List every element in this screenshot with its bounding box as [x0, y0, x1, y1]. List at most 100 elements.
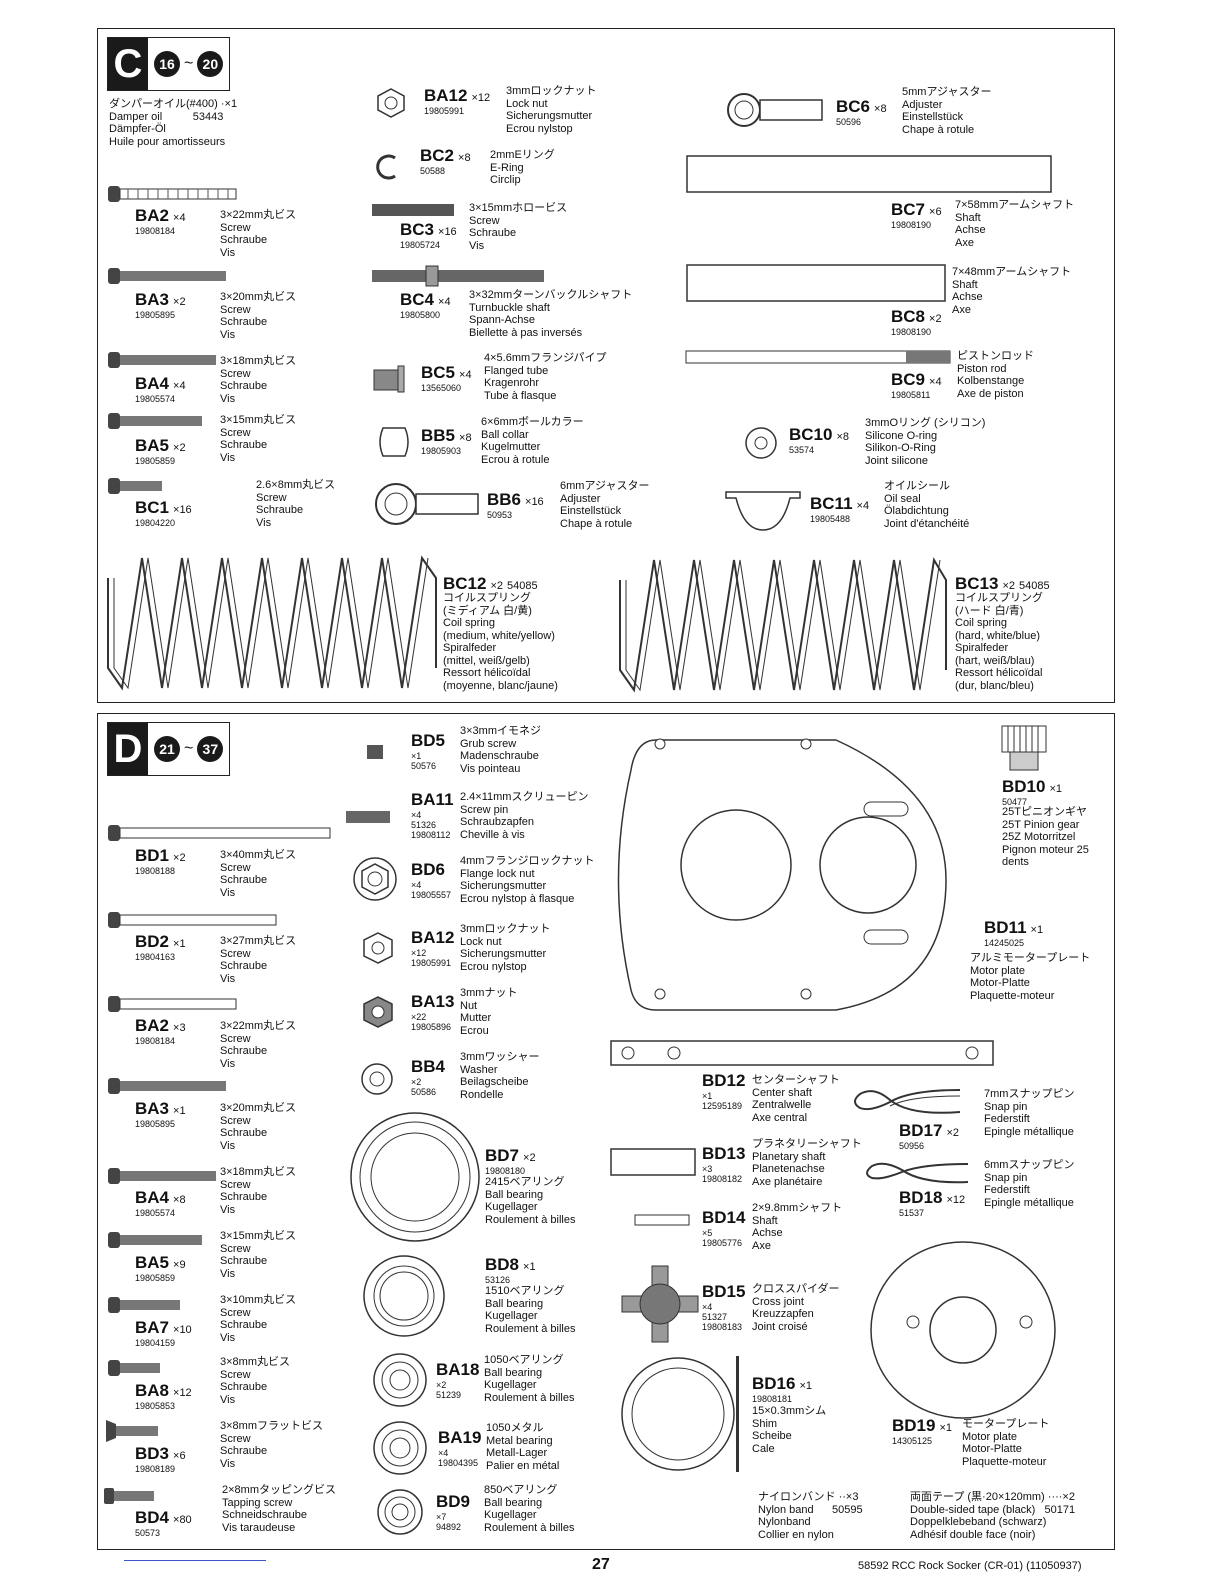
screw-ba8-icon [108, 1360, 160, 1376]
part-ba13-desc: 3mmナット Nut Mutter Ecrou [460, 987, 518, 1037]
screw-ba4-icon [108, 352, 216, 368]
washer-icon [361, 1063, 393, 1095]
part-bd6-desc: 4mmフランジロックナット Flange lock nut Sicherungs… [460, 855, 595, 905]
planetary-shaft-icon [610, 1148, 696, 1176]
ball-bearing-1510-icon [363, 1255, 445, 1337]
part-ba19-desc: 1050メタル Metal bearing Metall-Lager Palie… [486, 1422, 560, 1472]
pinion-gear-icon [1001, 725, 1047, 771]
piston-rod-icon [685, 350, 951, 364]
part-bd9-desc: 850ベアリング Ball bearing Kugellager Rouleme… [484, 1484, 575, 1534]
part-bd1-desc: 3×40mm丸ビス Screw Schraube Vis [220, 849, 297, 899]
part-bd8-desc: 1510ベアリング Ball bearing Kugellager Roulem… [485, 1285, 576, 1335]
step-to: 20 [197, 51, 224, 77]
part-bd18-desc: 6mmスナップピン Snap pin Federstift Epingle mé… [984, 1159, 1075, 1209]
turnbuckle-shaft-icon [372, 265, 544, 287]
section-letter: C [108, 38, 148, 90]
hollow-screw-icon [372, 204, 454, 216]
section-letter: D [108, 723, 148, 775]
screw-bc1-icon [108, 478, 162, 494]
part-ba7-desc: 3×10mm丸ビス Screw Schraube Vis [220, 1294, 297, 1344]
snap-pin-7mm-icon [854, 1089, 961, 1114]
part-ba3-desc: 3×20mm丸ビス Screw Schraube Vis [220, 291, 297, 341]
ball-bearing-2415-icon [350, 1112, 480, 1242]
part-bd7-desc: 2415ベアリング Ball bearing Kugellager Roulem… [485, 1176, 576, 1226]
snap-pin-6mm-icon [866, 1162, 969, 1184]
part-bc9-desc: ピストンロッド Piston rod Kolbenstange Axe de p… [957, 350, 1034, 400]
part-ba3-d-desc: 3×20mm丸ビス Screw Schraube Vis [220, 1102, 297, 1152]
part-bc5-desc: 4×5.6mmフランジパイプ Flanged tube Kragenrohr T… [484, 352, 607, 402]
section-d-badge: D 21 ~ 37 [107, 722, 231, 776]
tapping-screw-bd4-icon [104, 1488, 154, 1504]
part-ba2-desc: 3×22mm丸ビス Screw Schraube Vis [220, 209, 297, 259]
ball-bearing-850-icon [377, 1489, 423, 1535]
flanged-tube-icon [373, 365, 405, 393]
part-bc10-desc: 3mmOリング (シリコン) Silicone O-ring Silikon-O… [865, 417, 986, 467]
part-ba12-d-desc: 3mmロックナット Lock nut Sicherungsmutter Ecro… [460, 923, 551, 973]
screw-ba3-icon [108, 268, 226, 284]
part-ba4-desc: 3×18mm丸ビス Screw Schraube Vis [220, 355, 297, 405]
screw-bd1-icon [108, 825, 331, 841]
part-ba4-d-desc: 3×18mm丸ビス Screw Schraube Vis [220, 1166, 297, 1216]
parts-panel-c [97, 28, 1115, 703]
part-bc13-desc: コイルスプリング (ハード 白/青) Coil spring (hard, wh… [955, 592, 1043, 692]
screw-ba5-d-icon [108, 1232, 202, 1248]
part-bd14-desc: 2×9.8mmシャフト Shaft Achse Axe [752, 1202, 843, 1252]
lock-nut-icon [377, 88, 405, 118]
screw-bd2-icon [108, 912, 277, 928]
damper-oil-label: ダンパーオイル(#400) ·×1 Damper oil 53443 Dämpf… [109, 98, 238, 148]
part-bc8-desc: 7×48mmアームシャフト Shaft Achse Axe [952, 266, 1072, 316]
step-to: 37 [197, 736, 224, 762]
screw-pin-icon [346, 811, 390, 823]
document-id: 58592 RCC Rock Socker (CR-01) (11050937) [858, 1560, 1082, 1572]
part-bd12-desc: センターシャフト Center shaft Zentralwelle Axe c… [752, 1074, 840, 1124]
flange-lock-nut-icon [353, 857, 397, 901]
nut-icon [363, 996, 393, 1028]
ball-bearing-1050-icon [373, 1353, 427, 1407]
part-bc2-desc: 2mmEリング E-Ring Circlip [490, 149, 555, 186]
section-c-badge: C 16 ~ 20 [107, 37, 231, 91]
part-bd10-desc: 25Tピニオンギヤ 25T Pinion gear 25Z Motorritze… [1002, 806, 1089, 868]
step-from: 21 [154, 736, 180, 762]
flat-screw-bd3-icon [106, 1420, 158, 1442]
part-bc1-desc: 2.6×8mm丸ビス Screw Schraube Vis [256, 479, 336, 529]
grub-screw-icon [367, 745, 383, 759]
part-bd11-desc: アルミモータープレート Motor plate Motor-Platte Pla… [970, 952, 1091, 1002]
parts-panel-d [97, 713, 1115, 1550]
o-ring-icon [745, 427, 777, 459]
part-bb5-desc: 6×6mmボールカラー Ball collar Kugelmutter Ecro… [481, 416, 584, 466]
part-bd16-desc: 15×0.3mmシム Shim Scheibe Cale [752, 1405, 827, 1455]
page-number: 27 [592, 1556, 610, 1573]
